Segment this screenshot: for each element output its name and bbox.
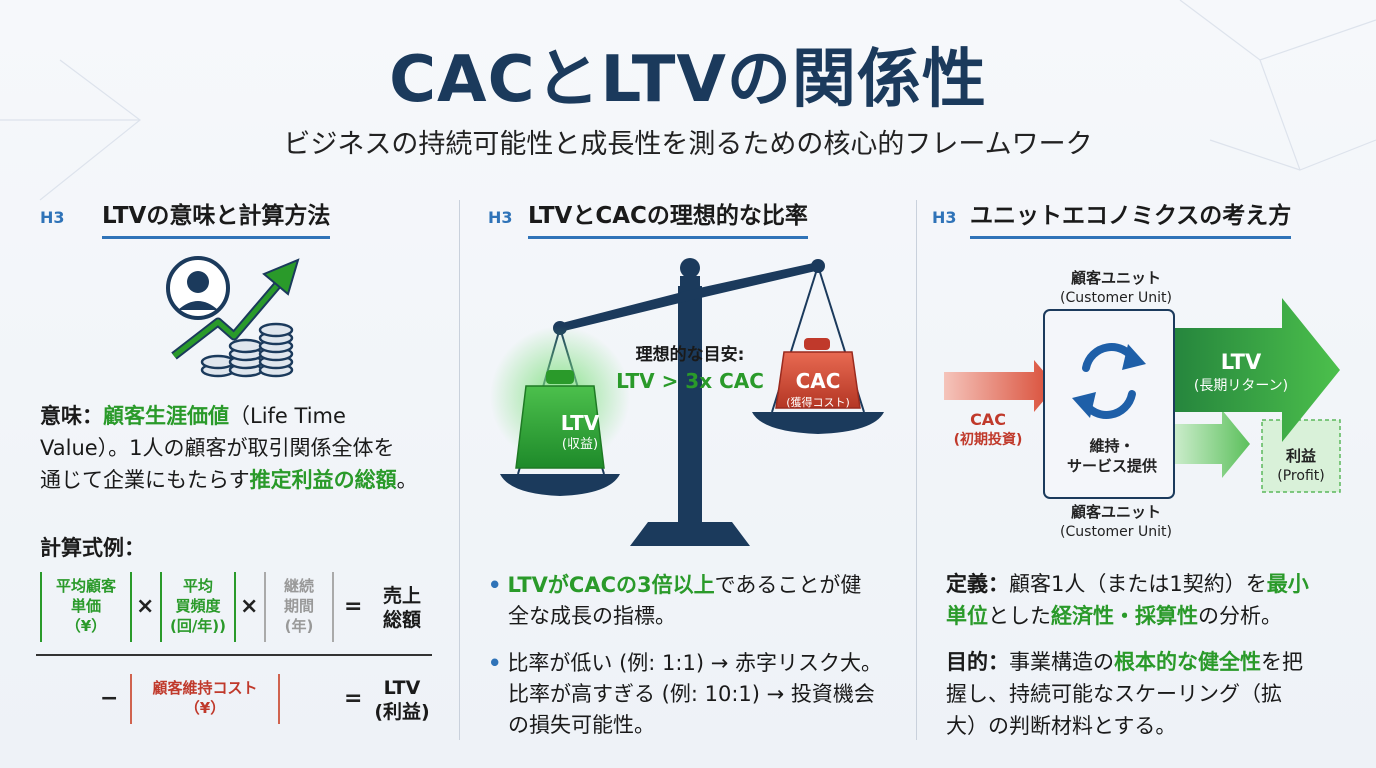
section-heading: LTVとCACの理想的な比率 [528, 196, 808, 239]
formula-result-sales: 売上総額 [382, 585, 421, 631]
customer-unit-bottom-label: 顧客ユニット (Customer Unit) [1060, 503, 1172, 540]
ratio-bullet-2: •比率が低い (例: 1:1) → 赤字リスク大。 比率が高すぎる (例: 10… [488, 651, 882, 737]
formula-term-frequency: 平均買頻度(回/年)) [160, 572, 236, 642]
ltv-weight-label: LTV (収益) [560, 411, 600, 452]
section-heading: ユニットエコノミクスの考え方 [970, 196, 1292, 239]
ltv-arrow-label: LTV (長期リターン) [1193, 350, 1289, 394]
ltv-meaning-text: 意味：顧客生涯価値（Life Time Value）。1人の顧客が取引関係全体を… [40, 404, 418, 492]
definition-text: 定義：顧客1人（または1契約）を最小 単位とした経済性・採算性の分析。 [946, 572, 1309, 628]
column-divider [916, 200, 917, 740]
h3-tag: H3 [488, 208, 513, 227]
formula-divider [36, 654, 432, 656]
equals-operator: = [344, 686, 363, 711]
formula-result-ltv: LTV(利益) [374, 677, 430, 723]
ratio-bullet-1: •LTVがCACの3倍以上であることが健 全な成長の指標。 [488, 573, 862, 628]
equals-operator: = [344, 594, 363, 619]
section-ltv-cac-ratio: H3 LTVとCACの理想的な比率 [460, 190, 916, 760]
section-unit-economics: H3 ユニットエコノミクスの考え方 [916, 190, 1376, 760]
section-ltv-meaning: H3 LTVの意味と計算方法 意味：顧客生涯価値（Life Time Value… [0, 190, 460, 760]
h3-tag: H3 [932, 208, 957, 227]
customer-growth-icon [166, 256, 300, 378]
formula-term-duration: 継続期間(年) [264, 572, 334, 642]
column-divider [459, 200, 460, 740]
formula-label: 計算式例： [40, 536, 145, 560]
unit-economics-diagram [944, 298, 1341, 499]
minus-operator: − [100, 686, 119, 711]
h3-tag: H3 [40, 208, 65, 227]
customer-unit-top-label: 顧客ユニット (Customer Unit) [1060, 269, 1172, 306]
cac-arrow-label: CAC (初期投資) [953, 410, 1023, 448]
times-operator: × [136, 594, 155, 619]
formula-term-retention-cost: 顧客維持コスト（¥） [130, 674, 280, 724]
maintenance-label: 維持・ サービス提供 [1066, 437, 1157, 475]
ideal-ratio-callout: 理想的な目安: LTV > 3x CAC [616, 345, 764, 393]
section-heading: LTVの意味と計算方法 [102, 196, 331, 239]
cac-weight-label: CAC (獲得コスト) [786, 369, 850, 409]
times-operator: × [240, 594, 259, 619]
balance-scale-illustration [490, 258, 884, 546]
profit-label: 利益 (Profit) [1277, 447, 1325, 484]
purpose-text: 目的：事業構造の根本的な健全性を把 握し、持続可能なスケーリング（拡 大）の判断… [946, 650, 1303, 738]
formula-term-avg-price: 平均顧客単価（¥） [40, 572, 132, 642]
page-subtitle: ビジネスの持続可能性と成長性を測るための核心的フレームワーク [283, 129, 1093, 160]
page-title: CACとLTVの関係性 [389, 43, 987, 117]
